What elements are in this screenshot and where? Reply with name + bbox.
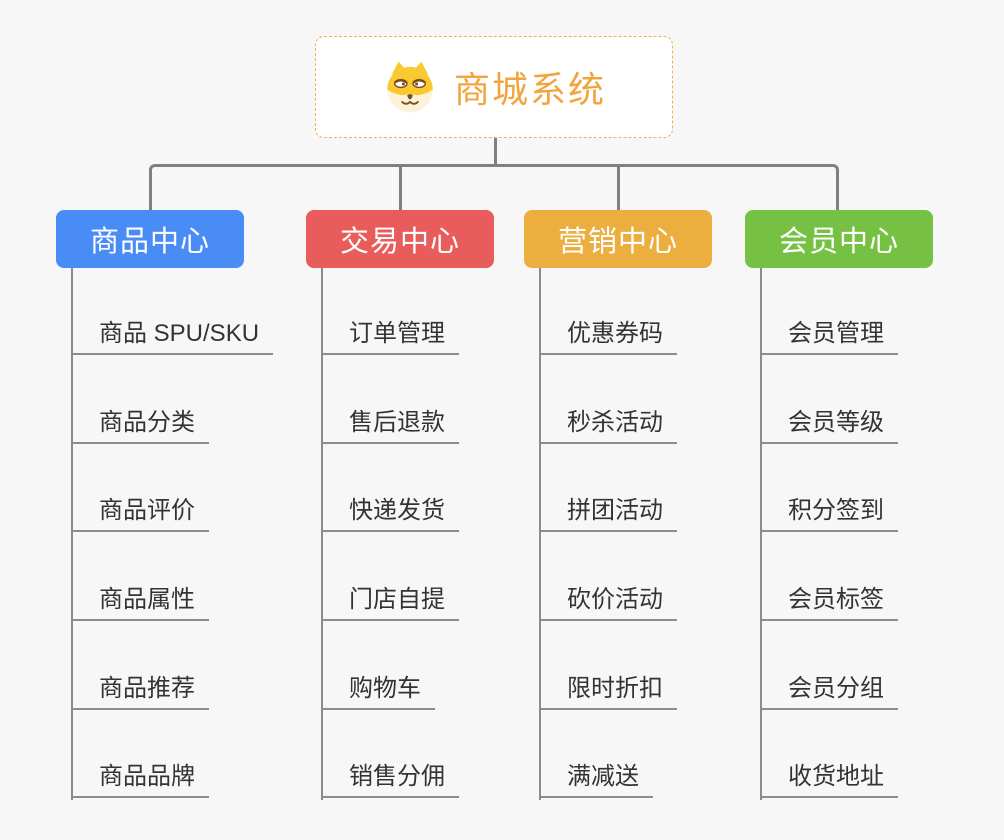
leaf-node[interactable]: 销售分佣 [321, 752, 459, 798]
leaf-node[interactable]: 限时折扣 [539, 664, 677, 710]
leaf-node[interactable]: 砍价活动 [539, 575, 677, 621]
branch-marketing-center: 营销中心 优惠券码 秒杀活动 拼团活动 砍价活动 限时折扣 满减送 [524, 210, 784, 810]
branch-member-center: 会员中心 会员管理 会员等级 积分签到 会员标签 会员分组 收货地址 [745, 210, 1004, 810]
leaf-node[interactable]: 积分签到 [760, 486, 898, 532]
branch-node-member-center[interactable]: 会员中心 [745, 210, 933, 268]
branch-stub-line [617, 166, 620, 210]
branch-vertical-line [71, 268, 73, 800]
leaf-node[interactable]: 门店自提 [321, 575, 459, 621]
leaf-node[interactable]: 商品评价 [71, 486, 209, 532]
leaf-node[interactable]: 商品属性 [71, 575, 209, 621]
leaf-node[interactable]: 快递发货 [321, 486, 459, 532]
leaf-node[interactable]: 商品分类 [71, 398, 209, 444]
branch-node-marketing-center[interactable]: 营销中心 [524, 210, 712, 268]
branch-node-trade-center[interactable]: 交易中心 [306, 210, 494, 268]
branch-vertical-line [760, 268, 762, 800]
root-node-mall-system[interactable]: 商城系统 [315, 36, 673, 138]
leaf-node[interactable]: 购物车 [321, 664, 435, 710]
branch-vertical-line [321, 268, 323, 800]
leaf-node[interactable]: 会员等级 [760, 398, 898, 444]
leaf-node[interactable]: 秒杀活动 [539, 398, 677, 444]
branch-vertical-line [539, 268, 541, 800]
leaf-node[interactable]: 收货地址 [760, 752, 898, 798]
leaf-node[interactable]: 会员分组 [760, 664, 898, 710]
branch-trade-center: 交易中心 订单管理 售后退款 快递发货 门店自提 购物车 销售分佣 [306, 210, 566, 810]
leaf-node[interactable]: 满减送 [539, 752, 653, 798]
leaf-node[interactable]: 会员标签 [760, 575, 898, 621]
branch-bracket-line [149, 164, 839, 210]
root-title: 商城系统 [453, 69, 606, 110]
leaf-node[interactable]: 拼团活动 [539, 486, 677, 532]
leaf-node[interactable]: 售后退款 [321, 398, 459, 444]
leaf-node[interactable]: 订单管理 [321, 309, 459, 355]
branch-product-center: 商品中心 商品 SPU/SKU 商品分类 商品评价 商品属性 商品推荐 商品品牌 [56, 210, 316, 810]
root-stem-line [494, 138, 497, 165]
leaf-node[interactable]: 会员管理 [760, 309, 898, 355]
branch-node-product-center[interactable]: 商品中心 [56, 210, 244, 268]
leaf-node[interactable]: 优惠券码 [539, 309, 677, 355]
leaf-node[interactable]: 商品推荐 [71, 664, 209, 710]
leaf-node[interactable]: 商品 SPU/SKU [71, 309, 274, 355]
branch-stub-line [399, 166, 402, 210]
leaf-node[interactable]: 商品品牌 [71, 752, 209, 798]
dog-face-icon [382, 59, 438, 115]
